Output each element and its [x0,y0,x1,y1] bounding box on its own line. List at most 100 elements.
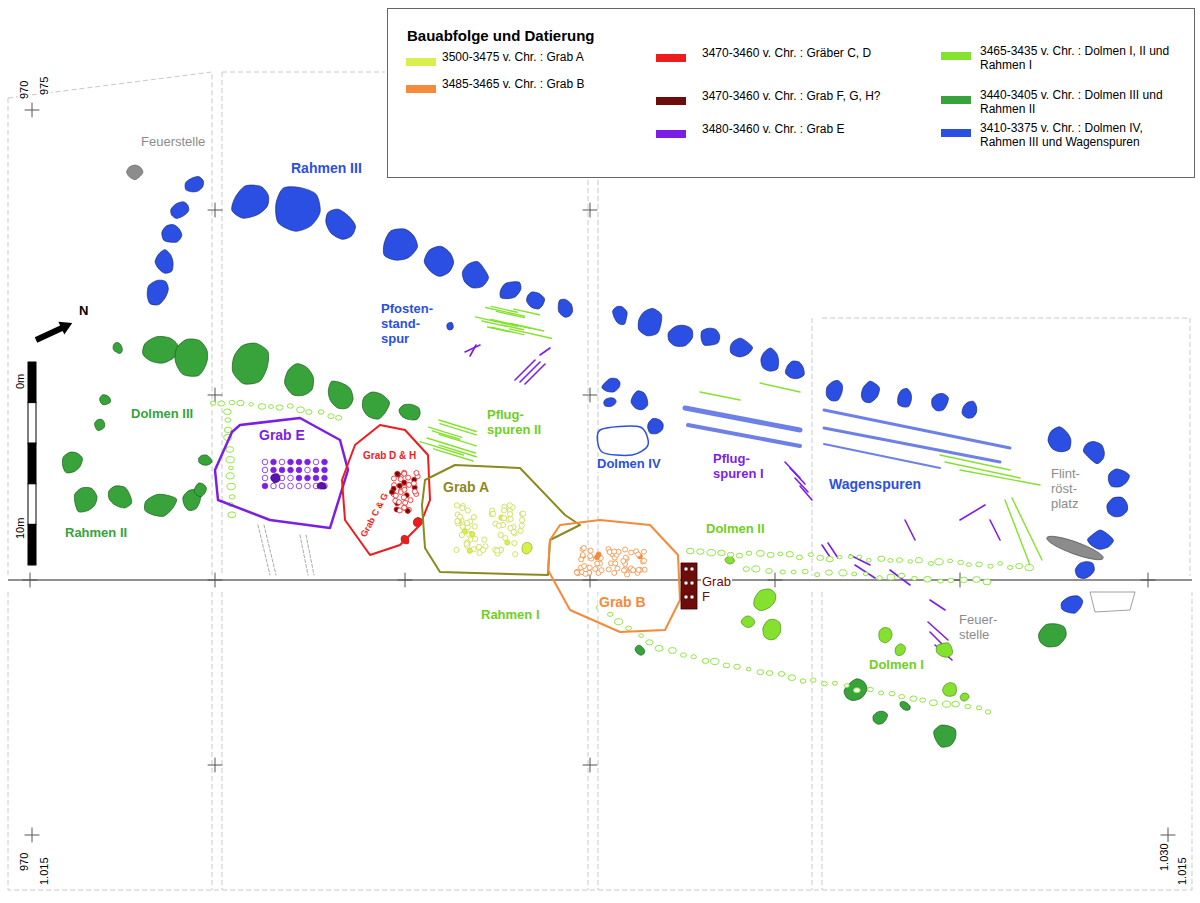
grid-cross [215,203,216,217]
feature-label: Pflug- spuren II [486,408,566,438]
feature-label: Flint- röst- platz [1050,467,1081,512]
feature-label: Dolmen IV [596,457,662,472]
grid-cross [215,758,216,772]
grave-node: Grab B [544,516,686,636]
grave-stone [690,567,694,571]
pebble [938,579,943,583]
grave-stone [288,483,294,489]
grave-stone [575,569,580,574]
node-shape [544,516,686,636]
pebble [976,706,981,710]
grave-stone [582,563,587,568]
pebble [227,483,235,489]
stone-phase-3 [113,342,122,353]
excavation-boundary [822,592,823,890]
ploughmark [700,392,740,400]
pebble [757,670,764,675]
feature-label: Dolmen III [130,407,194,422]
grave-node: Grab D & HGrab C & G [340,422,434,559]
pebble [727,552,733,557]
grave-stone [690,581,694,585]
pebble [965,704,971,708]
grid-cross [590,758,591,772]
grave-stone [454,547,459,552]
pebble [297,407,305,413]
pebble [942,701,950,707]
grave-stone-group [389,470,420,513]
stone-phase-2 [741,616,755,628]
wagon-track [688,425,800,446]
grave-stone [621,559,626,564]
feature-label: Pflug- spuren I [712,452,784,482]
grave-stone [391,476,396,481]
stone-phase-4 [604,398,616,407]
grave-stone [512,541,517,546]
grave-stone [454,503,459,508]
grave-find-group [271,474,326,489]
pebble [318,410,324,414]
grave-stone [305,483,311,489]
scale-segment [28,362,36,403]
pebble [743,567,749,572]
grave-stone [313,467,319,473]
grid-coordinate: 970 [18,852,31,872]
stone-phase-2 [879,627,892,642]
grave-stone [406,482,411,487]
grid-cross [1148,573,1149,587]
grid-cross [590,203,591,217]
pebble [766,569,773,574]
ploughmark [434,449,473,461]
legend-title: Bauabfolge und Datierung [406,27,596,44]
stone-phase-3-group [62,336,1066,747]
pebble [218,401,225,406]
grave-stone [402,471,407,476]
ploughmark [439,445,476,457]
grave-stone [490,511,495,516]
grave-stone [612,570,617,575]
stone-phase-3 [635,645,645,655]
pebble [258,404,265,410]
pebble [878,556,885,561]
pebble [766,671,772,676]
grid-cross [405,573,406,587]
pebble [928,562,933,566]
pebble [306,410,312,415]
grave-stone [498,532,503,537]
pebble [1007,566,1012,570]
pebble [626,626,632,630]
pebble [756,550,764,556]
stone-phase-4 [826,380,842,401]
grave-node: Grab A [418,460,586,578]
pebble-group [210,400,341,420]
pebble [817,555,824,560]
grave-stone [313,475,319,481]
grave-stone [636,567,641,572]
pebble [998,562,1003,566]
pebble [960,577,967,582]
grave-stone [411,481,416,486]
grave-stone [402,480,407,485]
grid-coordinate: 10m [14,517,27,540]
stone-phase-4 [276,187,321,231]
stone-phase-4 [962,401,977,418]
stone-phase-4 [447,322,453,330]
excavation-boundary [812,318,813,576]
stone-phase-4 [932,393,949,410]
pebble [746,667,751,671]
grave-stone [395,471,400,476]
stone-phase-4 [462,261,488,288]
north-arrow [35,322,73,343]
feature-label: Grab A [442,479,490,495]
pebble [866,558,871,562]
stone-phase-4 [383,229,417,260]
excavation-boundary [212,592,213,890]
ploughmark [800,486,812,500]
stone-phase-3 [175,339,208,376]
grid-cross [590,388,591,402]
grave-stone [631,568,636,573]
pebble [935,559,943,565]
ploughmark [760,383,800,392]
grave-stone [288,459,294,465]
stone-phase-4 [668,325,693,346]
stone-phase-4 [162,225,182,243]
